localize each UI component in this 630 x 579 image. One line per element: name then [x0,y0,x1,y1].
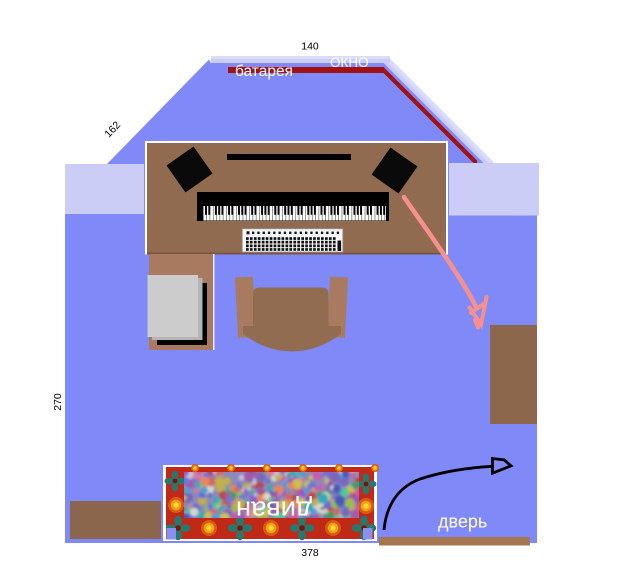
svg-text:батарея: батарея [235,63,293,80]
svg-text:дверь: дверь [438,512,487,532]
svg-text:диван: диван [236,496,312,526]
svg-text:378: 378 [301,547,319,559]
svg-text:ОКНО: ОКНО [330,55,369,70]
svg-text:162: 162 [102,119,123,140]
svg-text:270: 270 [52,393,64,411]
svg-text:140: 140 [301,41,319,53]
